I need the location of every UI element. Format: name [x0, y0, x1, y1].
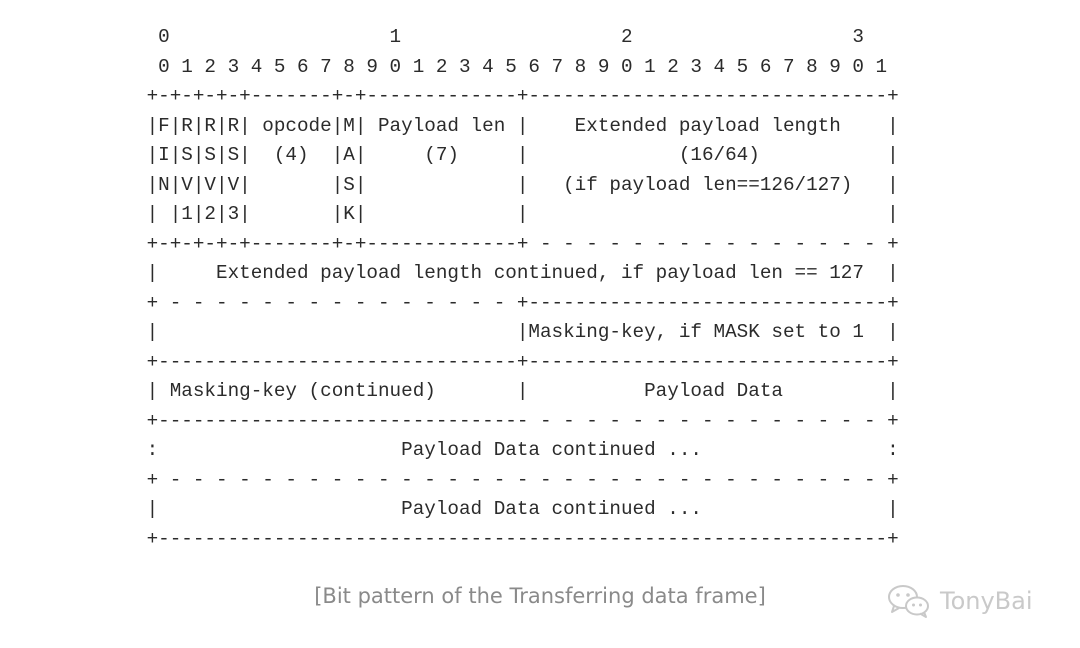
diagram-line: +---------------------------------------…	[135, 527, 899, 550]
diagram-line: | Masking-key (continued) | Payload Data…	[135, 380, 899, 402]
watermark-text: TonyBai	[940, 587, 1033, 615]
diagram-line: +-------------------------------- - - - …	[135, 409, 899, 432]
diagram-line: |F|R|R|R| opcode|M| Payload len | Extend…	[135, 114, 899, 137]
diagram-line: |N|V|V|V| |S| | (if payload len==126/127…	[135, 173, 899, 196]
diagram-line: | |1|2|3| |K| | |	[135, 203, 899, 225]
diagram-line: +-+-+-+-+-------+-+-------------+-------…	[135, 85, 899, 107]
diagram-line: +-------------------------------+-------…	[135, 350, 899, 373]
diagram-line: 0 1 2 3 4 5 6 7 8 9 0 1 2 3 4 5 6 7 8 9 …	[135, 55, 888, 78]
diagram-line: | |Masking-key, if MASK set to 1 |	[135, 321, 899, 343]
frame-bit-diagram: 0 1 2 3 0 1 2 3 4 5 6 7 8 9 0 1 2 3 4 5 …	[135, 23, 899, 554]
diagram-line: 0 1 2 3	[135, 26, 864, 48]
wechat-icon	[886, 582, 932, 620]
diagram-line: + - - - - - - - - - - - - - - - - - - - …	[135, 468, 899, 491]
diagram-line: +-+-+-+-+-------+-+-------------+ - - - …	[135, 232, 899, 255]
watermark: TonyBai	[886, 582, 1033, 620]
figure-caption: [Bit pattern of the Transferring data fr…	[314, 584, 766, 608]
diagram-line: | Payload Data continued ... |	[135, 498, 899, 520]
diagram-line: | Extended payload length continued, if …	[135, 262, 899, 284]
diagram-line: : Payload Data continued ... :	[135, 439, 899, 461]
diagram-line: + - - - - - - - - - - - - - - - +-------…	[135, 291, 899, 314]
diagram-line: |I|S|S|S| (4) |A| (7) | (16/64) |	[135, 144, 899, 166]
